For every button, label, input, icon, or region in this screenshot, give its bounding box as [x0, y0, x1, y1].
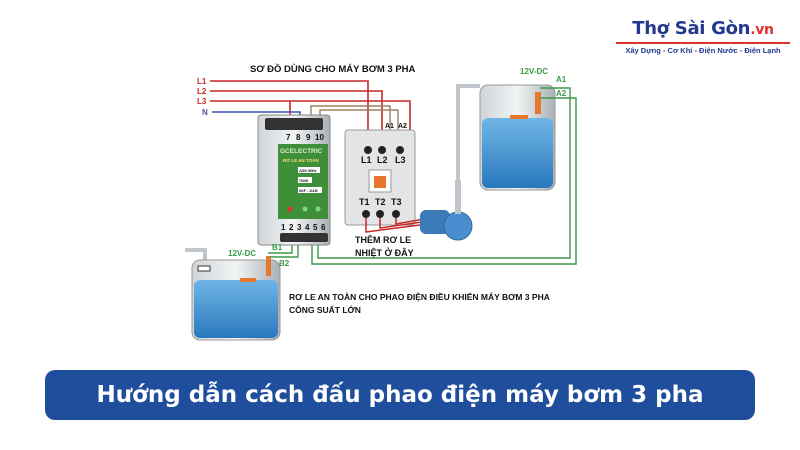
contactor-l2: L2 [377, 155, 388, 165]
wire-t3 [395, 218, 425, 225]
contactor-t1: T1 [359, 197, 370, 207]
lower-tank-b2: B2 [279, 259, 290, 268]
lower-tank-b1: B1 [272, 243, 283, 252]
thermal-note-line2: NHIỆT Ở ĐÂY [355, 247, 414, 258]
caption-line1: RƠ LE AN TOÀN CHO PHAO ĐIỆN ĐIỀU KHIỂN M… [289, 291, 550, 302]
label-l2: L2 [197, 87, 207, 96]
terminal-9: 9 [306, 133, 311, 142]
terminal-10: 10 [315, 133, 324, 142]
wire-coil-a2 [319, 109, 399, 130]
coil-a1: A1 [385, 123, 394, 130]
wire-b2 [270, 245, 299, 258]
wire-t1 [365, 218, 421, 233]
lower-tank: 12V-DC B1 B2 [185, 243, 290, 341]
wire-a2 [311, 97, 577, 265]
contactor-t2: T2 [375, 197, 386, 207]
wiring-diagram: SƠ ĐỒ DÙNG CHO MÁY BƠM 3 PHA L1 L2 L3 N … [185, 63, 577, 341]
wire-coil-a1 [310, 105, 391, 130]
terminal-6: 6 [321, 223, 326, 232]
safety-relay: 7 8 9 10 GCELECTRIC RƠ LE AN TOÀN 220V 5… [257, 114, 331, 246]
relay-spec-model: SKF - 111M [299, 189, 318, 193]
terminal-4: 4 [305, 223, 310, 232]
upper-tank-a2: A2 [556, 89, 567, 98]
label-l3: L3 [197, 97, 207, 106]
contactor-l1: L1 [361, 155, 372, 165]
wire-b1 [268, 245, 293, 254]
relay-spec-load: 700W [299, 179, 309, 183]
terminal-3: 3 [297, 223, 302, 232]
relay-brand: GCELECTRIC [280, 148, 323, 155]
label-n: N [202, 108, 208, 117]
upper-tank-voltage: 12V-DC [520, 67, 548, 76]
logo-tagline: Xây Dựng - Cơ Khí - Điện Nước - Điện Lạn… [625, 46, 781, 55]
lower-tank-voltage: 12V-DC [228, 249, 256, 258]
coil-a2: A2 [398, 123, 407, 130]
caption-line2: CÔNG SUẤT LỚN [289, 304, 361, 315]
terminal-7: 7 [286, 133, 291, 142]
logo: Thợ Sài Gòn.vn Xây Dựng - Cơ Khí - Điện … [612, 18, 794, 55]
thermal-note-line1: THÊM RƠ LE [355, 234, 411, 245]
upper-tank: 12V-DC A1 A2 [479, 67, 567, 191]
pump-motor [420, 180, 473, 241]
wire-t2 [379, 218, 423, 229]
logo-divider [616, 42, 790, 44]
wire-a1 [317, 87, 571, 259]
upper-tank-a1: A1 [556, 75, 567, 84]
relay-name: RƠ LE AN TOÀN [283, 157, 319, 163]
terminal-2: 2 [289, 223, 294, 232]
diagram-title: SƠ ĐỒ DÙNG CHO MÁY BƠM 3 PHA [250, 63, 416, 75]
terminal-8: 8 [296, 133, 301, 142]
contactor: A1 A2 L1 L2 L3 T1 T2 T3 [344, 123, 416, 226]
terminal-1: 1 [281, 223, 286, 232]
logo-brand: Thợ Sài Gòn.vn [632, 18, 774, 39]
pipe-upper [456, 84, 480, 180]
label-l1: L1 [197, 77, 207, 86]
contactor-t3: T3 [391, 197, 402, 207]
relay-spec-ac: 220V 50Hz [299, 169, 317, 173]
title-banner: Hướng dẫn cách đấu phao điện máy bơm 3 p… [45, 370, 755, 420]
banner-title: Hướng dẫn cách đấu phao điện máy bơm 3 p… [96, 382, 704, 408]
terminal-5: 5 [313, 223, 318, 232]
contactor-l3: L3 [395, 155, 406, 165]
wire-l1 [210, 80, 369, 150]
